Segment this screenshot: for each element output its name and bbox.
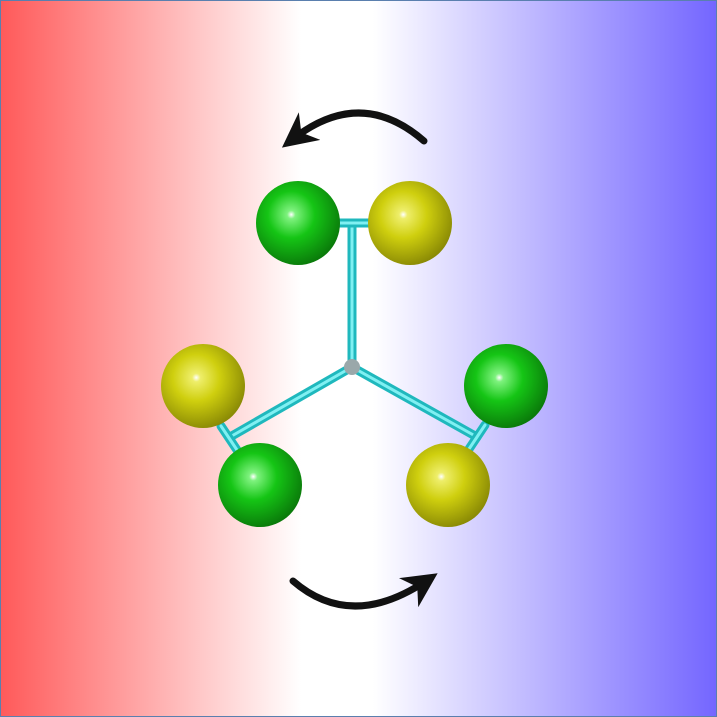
green-atom-lower-right [464, 344, 548, 428]
rotation-arrow-bottom-icon [289, 573, 438, 610]
green-atom-top [256, 181, 340, 265]
bond-top-arm [334, 218, 374, 372]
bond-framework [216, 218, 490, 455]
atoms [161, 181, 548, 527]
bond-lower-left-arm [216, 362, 357, 455]
yellow-atom-lower-right [406, 443, 490, 527]
green-atom-lower-left [218, 443, 302, 527]
yellow-atom-lower-left [161, 344, 245, 428]
central-junction [344, 359, 360, 375]
rotation-arrow-top-icon [281, 109, 428, 148]
bond-lower-right-arm [347, 362, 490, 454]
yellow-atom-top [368, 181, 452, 265]
